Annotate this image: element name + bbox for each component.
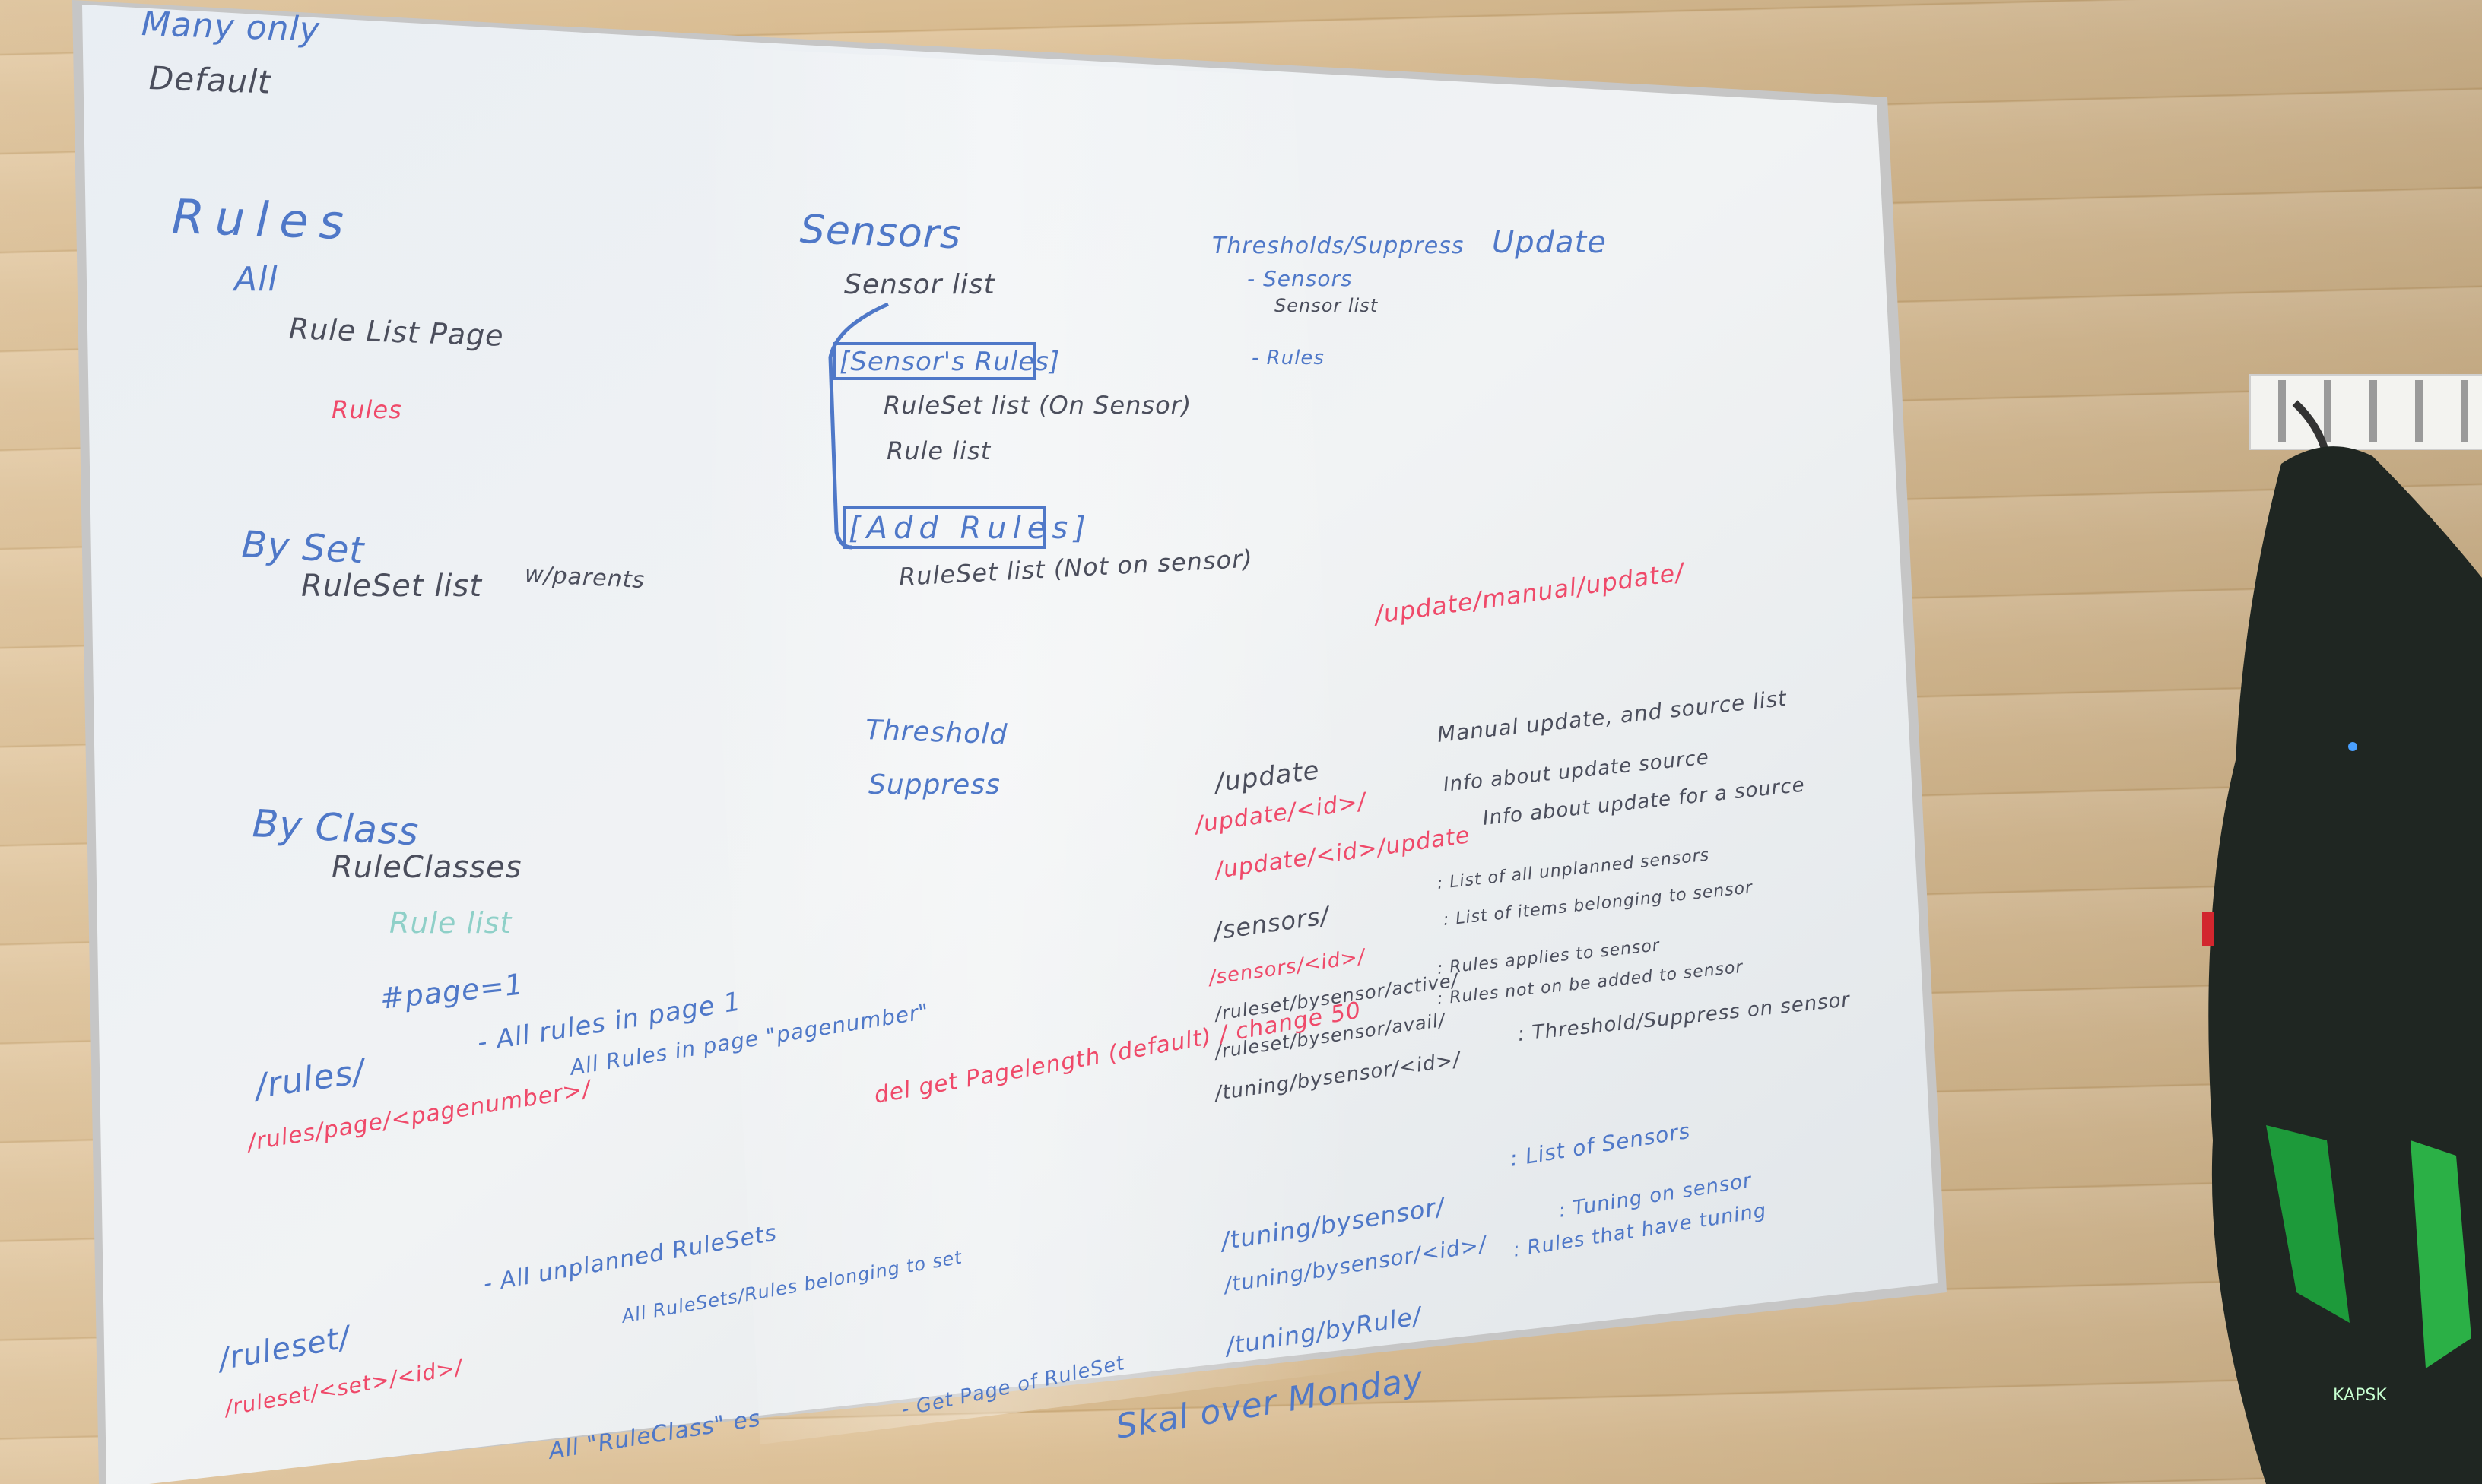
sensor-list-label: Sensor list bbox=[844, 269, 995, 300]
rule-list-sensor: Rule list bbox=[887, 436, 992, 465]
hook-slot bbox=[2278, 380, 2286, 442]
add-rules-box bbox=[843, 506, 1046, 549]
rules-red-label: Rules bbox=[332, 395, 402, 424]
thresholds-heading: Thresholds/Suppress bbox=[1212, 233, 1465, 259]
legend-default: Default bbox=[148, 59, 272, 101]
hook-slot bbox=[2415, 380, 2423, 442]
rules-all-label: All bbox=[234, 260, 278, 299]
by-set-heading: By Set bbox=[240, 523, 366, 572]
ruleset-list-on-sensor: RuleSet list (On Sensor) bbox=[884, 391, 1192, 420]
by-class-heading: By Class bbox=[251, 801, 421, 855]
suppress-label: Suppress bbox=[868, 769, 1001, 801]
thresholds-sensors: - Sensors bbox=[1247, 266, 1353, 291]
legend-many-only: Many only bbox=[141, 5, 321, 50]
thresholds-rules: - Rules bbox=[1252, 347, 1325, 369]
thresholds-sensor-list: Sensor list bbox=[1274, 295, 1379, 316]
threshold-label: Threshold bbox=[865, 715, 1008, 751]
coat-hook-rail bbox=[2249, 374, 2482, 450]
light-glare bbox=[684, 46, 1369, 1444]
sensor-rules-label: [Sensor's Rules] bbox=[840, 347, 1061, 377]
rules-heading: Rules bbox=[170, 189, 356, 251]
sensors-heading: Sensors bbox=[798, 207, 963, 258]
update-heading: Update bbox=[1492, 225, 1607, 260]
hook-slot bbox=[2369, 380, 2377, 442]
hook-slot bbox=[2461, 380, 2468, 442]
ruleset-list-label: RuleSet list bbox=[301, 569, 483, 604]
ruleclasses-label: RuleClasses bbox=[332, 850, 522, 885]
sensor-rules-box bbox=[833, 342, 1036, 380]
add-rules-label: [Add Rules] bbox=[849, 511, 1092, 546]
rule-list-teal-label: Rule list bbox=[389, 906, 513, 940]
